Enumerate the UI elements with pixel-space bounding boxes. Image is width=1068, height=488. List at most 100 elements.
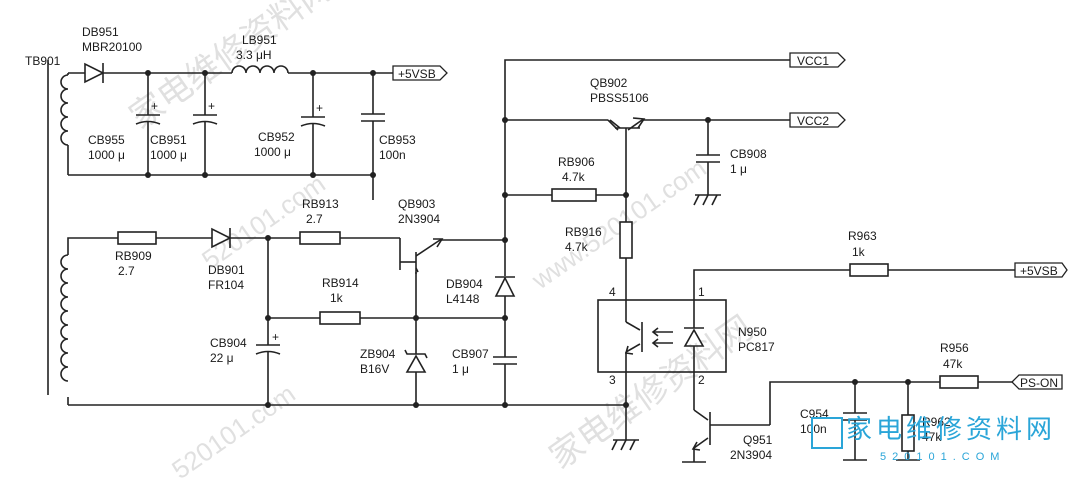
logo-sub: 520101.COM [880, 451, 1005, 463]
inductor-lb951: LB951 3.3 μH [231, 33, 289, 74]
zener-zb904: ZB904 B16V [360, 318, 428, 405]
zb904-value: B16V [360, 362, 389, 376]
cb953-value: 100n [379, 148, 406, 162]
rb909-ref: RB909 [115, 249, 152, 263]
watermark-url: 520101.com [166, 378, 300, 483]
net-label-vcc2: VCC2 [789, 112, 846, 128]
resistor-r956: R956 47k [939, 341, 979, 389]
capacitor-cb907: CB907 1 μ [452, 318, 517, 405]
qb902-ref: QB902 [590, 76, 628, 90]
pin-4-label: 4 [609, 285, 616, 299]
net-label-5vsb-top: +5VSB [392, 65, 448, 81]
cb951-value: 1000 μ [150, 148, 187, 162]
capacitor-cb908: CB908 1 μ [693, 120, 767, 206]
cb952-ref: CB952 [258, 130, 295, 144]
diode-db904: DB904 L4148 [446, 240, 516, 318]
qb903-value: 2N3904 [398, 212, 440, 226]
cb953-ref: CB953 [379, 133, 416, 147]
net-vcc2: VCC2 [797, 114, 829, 128]
capacitor-cb904: + CB904 22 μ [210, 318, 281, 405]
qb902-value: PBSS5106 [590, 91, 649, 105]
resistor-r962: R962 47k [896, 382, 951, 461]
q951-ref: Q951 [743, 433, 773, 447]
cb908-ref: CB908 [730, 147, 767, 161]
q951-value: 2N3904 [730, 448, 772, 462]
db901-value: FR104 [208, 278, 244, 292]
cb904-ref: CB904 [210, 336, 247, 350]
rb906-value: 4.7k [562, 170, 586, 184]
rb909-value: 2.7 [118, 264, 135, 278]
cb908-value: 1 μ [730, 162, 747, 176]
n950-ref: N950 [738, 325, 767, 339]
plus-sign: + [208, 99, 215, 113]
net-label-ps-on: PS-ON [1011, 374, 1063, 390]
plus-sign: + [272, 330, 279, 344]
rb914-ref: RB914 [322, 276, 359, 290]
plus-sign: + [316, 101, 323, 115]
watermark-text: 家电维修资料网 [543, 309, 760, 477]
db904-value: L4148 [446, 292, 480, 306]
rb914-value: 1k [330, 291, 344, 305]
cb952-value: 1000 μ [254, 145, 291, 159]
cb955-ref: CB955 [88, 133, 125, 147]
net-5vsb-right: +5VSB [1020, 264, 1058, 278]
resistor-rb914: RB914 1k [319, 276, 361, 325]
qb903-ref: QB903 [398, 197, 436, 211]
transistor-qb902: QB902 PBSS5106 [590, 76, 790, 195]
resistor-rb906: RB906 4.7k [551, 155, 597, 202]
diode-db951: DB951 MBR20100 [82, 25, 142, 84]
c954-value: 100n [800, 422, 827, 436]
transistor-q951: Q951 2N3904 [682, 409, 773, 463]
rb916-ref: RB916 [565, 225, 602, 239]
capacitor-cb955: + CB955 1000 μ [88, 73, 161, 175]
capacitor-cb953: CB953 100n [361, 73, 416, 175]
r962-value: 47k [922, 430, 942, 444]
resistor-rb913: RB913 2.7 [299, 197, 341, 245]
optocoupler-n950: 4 1 3 2 N950 PC817 [597, 285, 775, 405]
db901-ref: DB901 [208, 263, 245, 277]
site-logo: 家电维修资料网 520101.COM [811, 414, 1056, 463]
cb907-value: 1 μ [452, 362, 469, 376]
lb951-value: 3.3 μH [236, 48, 272, 62]
net-vcc1: VCC1 [797, 54, 829, 68]
watermark-text: 家电维修资料网 [123, 0, 340, 137]
pin-1-label: 1 [698, 285, 705, 299]
r962-ref: R962 [922, 415, 951, 429]
cb904-value: 22 μ [210, 351, 234, 365]
lb951-ref: LB951 [242, 33, 277, 47]
r963-ref: R963 [848, 229, 877, 243]
net-label-5vsb-right: +5VSB [1014, 262, 1068, 278]
rb906-ref: RB906 [558, 155, 595, 169]
db951-value: MBR20100 [82, 40, 142, 54]
plus-sign: + [151, 99, 158, 113]
capacitor-cb951: + CB951 1000 μ [150, 73, 218, 175]
pin-2-label: 2 [698, 373, 705, 387]
net-ps-on: PS-ON [1020, 376, 1058, 390]
tb901-label: TB901 [25, 54, 61, 68]
db904-ref: DB904 [446, 277, 483, 291]
net-label-vcc1: VCC1 [789, 52, 846, 68]
logo-text: 家电维修资料网 [846, 414, 1056, 444]
zb904-ref: ZB904 [360, 347, 396, 361]
r956-ref: R956 [940, 341, 969, 355]
rb913-value: 2.7 [306, 212, 323, 226]
r956-value: 47k [943, 357, 963, 371]
cb955-value: 1000 μ [88, 148, 125, 162]
cb907-ref: CB907 [452, 347, 489, 361]
rb913-ref: RB913 [302, 197, 339, 211]
watermark-url: www.520101.com [525, 153, 711, 296]
n950-value: PC817 [738, 340, 775, 354]
r963-value: 1k [852, 245, 866, 259]
db951-ref: DB951 [82, 25, 119, 39]
net-5vsb-top: +5VSB [398, 67, 436, 81]
capacitor-cb952: + CB952 1000 μ [254, 73, 326, 175]
resistor-r963: R963 1k [848, 229, 889, 277]
pin-3-label: 3 [609, 373, 616, 387]
rb916-value: 4.7k [565, 240, 589, 254]
resistor-rb909: RB909 2.7 [115, 231, 157, 278]
transistor-qb903: QB903 2N3904 [398, 197, 505, 274]
cb951-ref: CB951 [150, 133, 187, 147]
transformer-tb901: TB901 [25, 54, 69, 395]
